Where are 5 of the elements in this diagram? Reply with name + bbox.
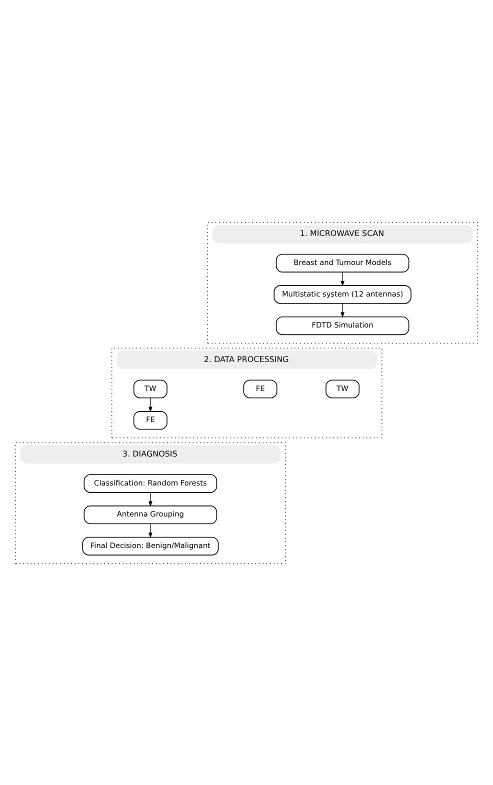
arrow <box>148 523 152 538</box>
arrow <box>148 492 152 506</box>
arrow <box>148 397 152 412</box>
arrow <box>340 271 344 286</box>
arrow <box>340 302 344 318</box>
